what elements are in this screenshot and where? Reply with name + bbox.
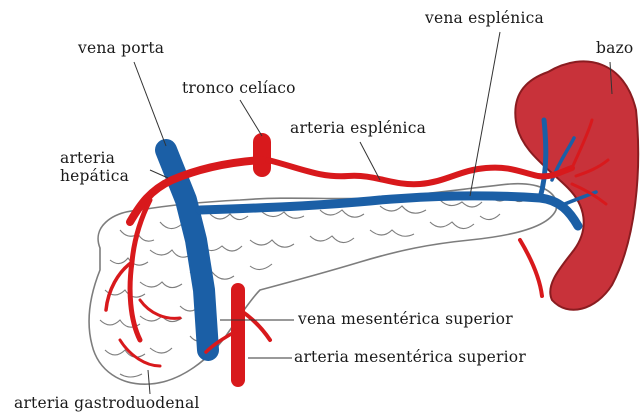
label-arteria-hepatica: arteria hepática	[60, 150, 129, 186]
label-vena-esplenica: vena esplénica	[425, 10, 544, 28]
label-arteria-mesenterica-superior: arteria mesentérica superior	[294, 349, 526, 367]
label-vena-porta: vena porta	[78, 40, 164, 58]
label-tronco-celiaco: tronco celíaco	[182, 80, 296, 98]
label-bazo: bazo	[596, 40, 633, 58]
label-arteria-gastroduodenal: arteria gastroduodenal	[14, 395, 200, 413]
label-vena-mesenterica-superior: vena mesentérica superior	[298, 311, 513, 329]
label-arteria-esplenica: arteria esplénica	[290, 120, 426, 138]
